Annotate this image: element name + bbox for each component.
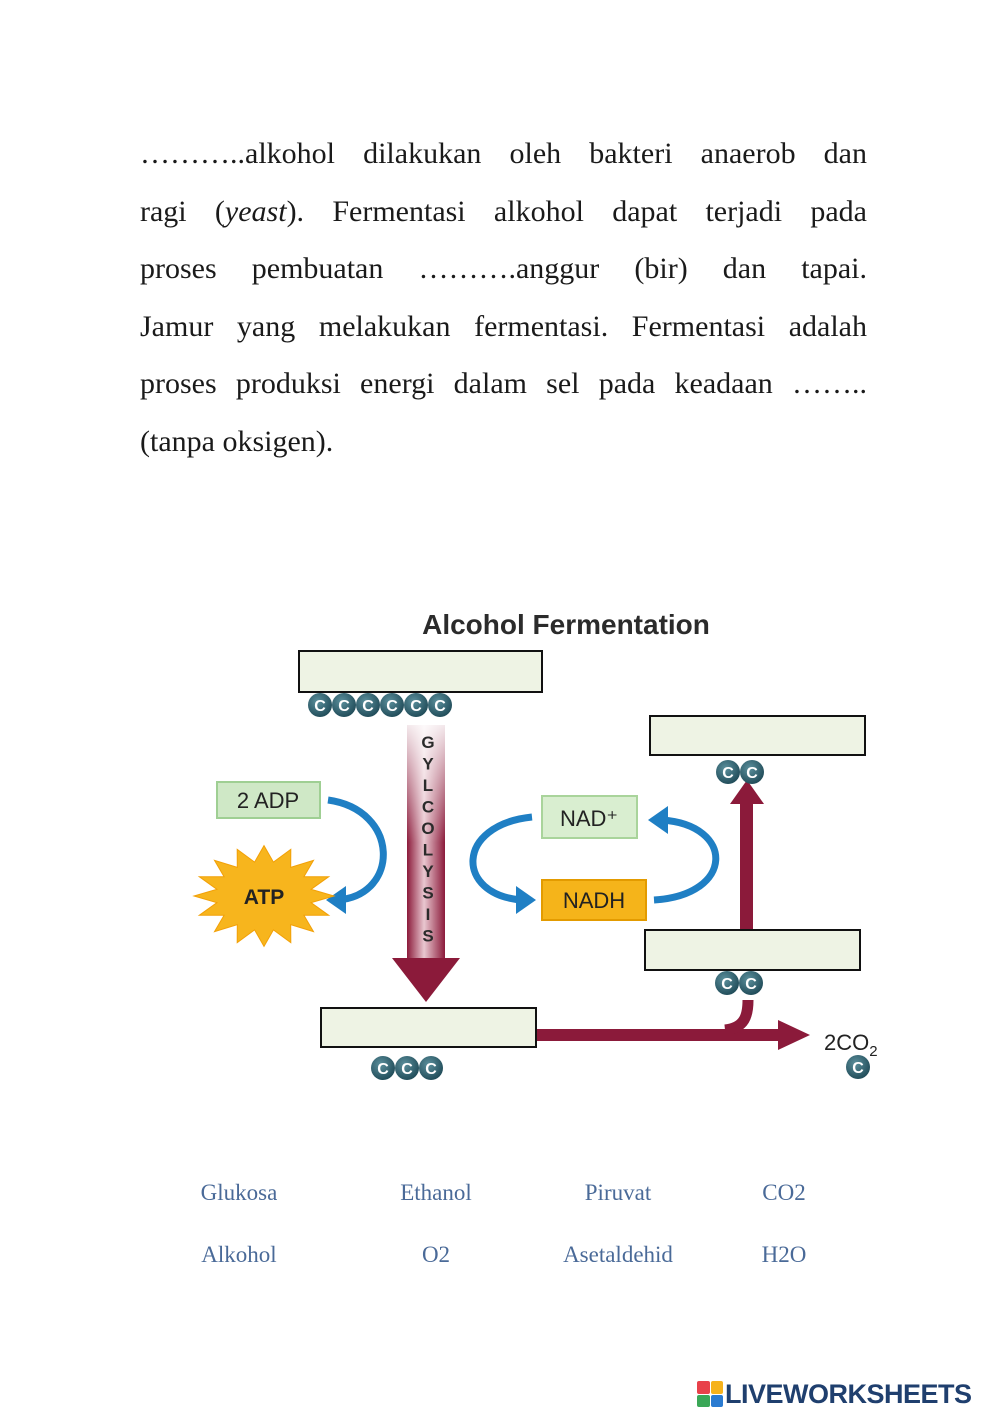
nadh-to-nad-arrow [653, 816, 720, 904]
nad-box: NAD⁺ [541, 795, 638, 839]
answer-blank-pyruvate[interactable] [320, 1007, 537, 1048]
glycolysis-letter: Y [422, 755, 434, 774]
nad-label: NAD⁺ [560, 806, 618, 831]
paragraph-line-3: proses pembuatan ……….anggur (bir) dan ta… [140, 252, 867, 285]
carbon-atom [739, 971, 763, 995]
word-h2o[interactable]: H2O [761, 1242, 807, 1267]
atp-label: ATP [244, 886, 284, 909]
paragraph-line-2: ragi (yeast). Fermentasi alkohol dapat t… [140, 183, 867, 241]
carbon-letter: C [377, 1061, 389, 1078]
carbon-letter: C [745, 976, 757, 993]
nad-to-nadh-arrow [469, 813, 533, 904]
paragraph-line-4: Jamur yang melakukan fermentasi. Ferment… [140, 309, 867, 343]
carbon-atom [428, 693, 452, 717]
co2-carbon-chain: C [846, 1055, 870, 1079]
glycolysis-letter: G [421, 733, 434, 752]
diagram-title: Alcohol Fermentation [422, 609, 710, 640]
adp-to-atp-arrow [327, 796, 387, 904]
carbon-atom [356, 693, 380, 717]
glycolysis-letter: O [421, 819, 434, 838]
carbon-letter: C [386, 698, 398, 715]
paragraph-line-1: ………..alkohol dilakukan oleh bakteri anae… [140, 137, 867, 170]
liveworksheets-logo-icon [697, 1381, 723, 1407]
acetaldehyde-to-ethanol-arrow [730, 780, 764, 932]
paragraph-line-6: (tanpa oksigen). [140, 424, 334, 458]
atp-star: ATP [192, 844, 336, 948]
carbon-atom [332, 693, 356, 717]
word-alkohol[interactable]: Alkohol [201, 1242, 277, 1267]
carbon-letter: C [722, 765, 734, 782]
carbon-letter: C [410, 698, 422, 715]
carbon-atom [419, 1056, 443, 1080]
co2-label: 2CO2 [824, 1030, 878, 1060]
paragraph-line-5: proses produksi energi dalam sel pada ke… [140, 367, 867, 400]
glycolysis-arrow [392, 725, 460, 1002]
glycolysis-letter: Y [422, 862, 434, 881]
word-piruvat[interactable]: Piruvat [584, 1180, 652, 1205]
carbon-atom [716, 760, 740, 784]
liveworksheets-logo: LIVEWORKSHEETS [697, 1376, 972, 1412]
carbon-letter: C [338, 698, 350, 715]
carbon-atom [846, 1055, 870, 1079]
adp-to-atp-arrowhead [326, 886, 346, 914]
answer-blank-glucose[interactable] [298, 650, 543, 693]
carbon-atom [740, 760, 764, 784]
paragraph-yeast-italic: yeast [224, 194, 287, 228]
carbon-atom [380, 693, 404, 717]
glycolysis-letter: L [423, 776, 433, 795]
word-ethanol[interactable]: Ethanol [400, 1180, 472, 1205]
carbon-letter: C [852, 1060, 864, 1077]
carbon-letter: C [746, 765, 758, 782]
carbon-letter: C [425, 1061, 437, 1078]
carbon-letter: C [434, 698, 446, 715]
glycolysis-letter: S [422, 927, 433, 946]
carbon-atom [308, 693, 332, 717]
carbon-atom [715, 971, 739, 995]
word-o2[interactable]: O2 [421, 1242, 451, 1267]
carbon-atom [395, 1056, 419, 1080]
nadh-label: NADH [563, 888, 625, 913]
paragraph-line-2-end: ). Fermentasi alkohol dapat terjadi pada [286, 194, 867, 228]
paragraph-line-2-start: ragi ( [140, 194, 225, 228]
carbon-atom [404, 693, 428, 717]
carbon-atom [371, 1056, 395, 1080]
carbon-letter: C [401, 1061, 413, 1078]
carbon-letter: C [721, 976, 733, 993]
glycolysis-letter: L [423, 841, 433, 860]
glycolysis-letter: S [422, 884, 433, 903]
adp-box: 2 ADP [216, 781, 321, 819]
pyruvate-to-co2-arrow [535, 1020, 810, 1050]
answer-blank-ethanol[interactable] [649, 715, 866, 756]
word-glukosa[interactable]: Glukosa [200, 1180, 278, 1205]
glycolysis-letter: C [422, 798, 434, 817]
word-asetaldehid[interactable]: Asetaldehid [563, 1242, 673, 1267]
glycolysis-letter: I [426, 905, 431, 924]
nad-to-nadh-arrowhead [516, 886, 536, 914]
answer-blank-acetaldehyde[interactable] [644, 929, 861, 971]
nadh-box: NADH [541, 879, 647, 921]
word-co2[interactable]: CO2 [762, 1180, 806, 1205]
branch-to-acetaldehyde [724, 999, 754, 1036]
carbon-letter: C [362, 698, 374, 715]
adp-label: 2 ADP [237, 788, 299, 813]
liveworksheets-logo-text: LIVEWORKSHEETS [725, 1378, 972, 1409]
carbon-letter: C [314, 698, 326, 715]
intro-paragraph: ………..alkohol dilakukan oleh bakteri anae… [140, 125, 867, 470]
nadh-to-nad-arrowhead [648, 806, 668, 834]
